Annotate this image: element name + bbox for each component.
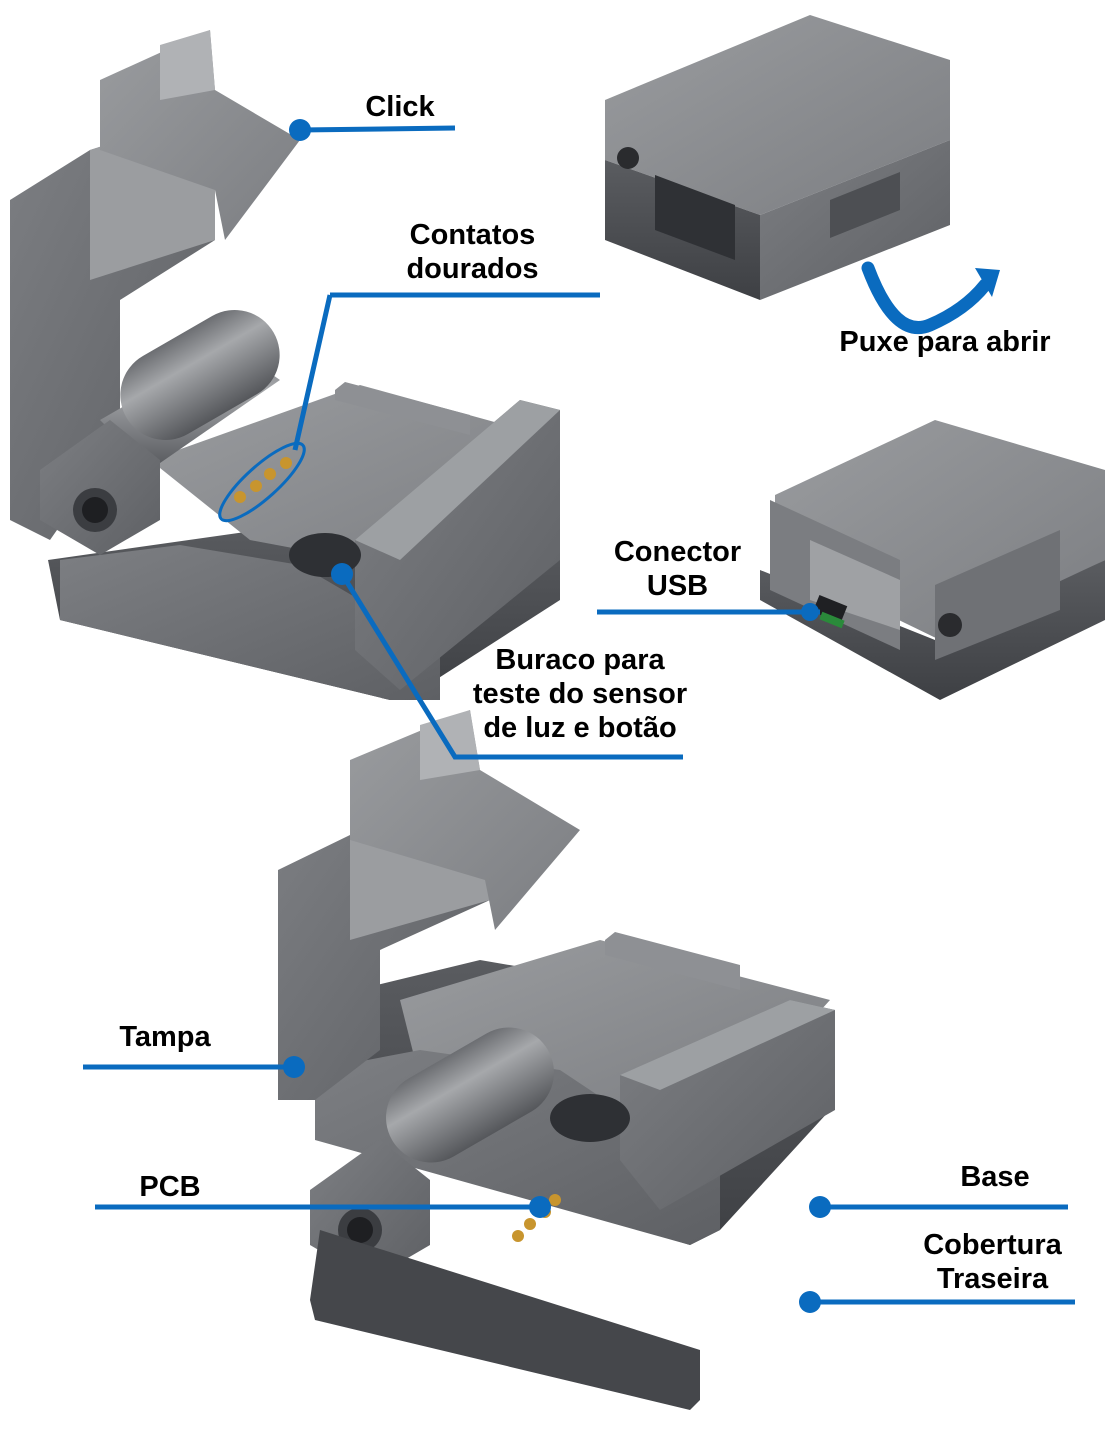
label-buraco-line3: de luz e botão: [483, 712, 677, 744]
dot-tampa: [283, 1056, 305, 1078]
dot-cobertura: [799, 1291, 821, 1313]
label-tampa: Tampa: [100, 1020, 230, 1054]
closed-top-face: [605, 15, 950, 215]
leader-dots: [283, 119, 831, 1313]
dot-pcb: [529, 1196, 551, 1218]
label-cobertura-traseira: Cobertura Traseira: [905, 1228, 1080, 1296]
front-channel: [60, 545, 440, 700]
label-click: Click: [340, 90, 460, 124]
label-contatos-dourados: Contatos dourados: [385, 218, 560, 286]
label-cobertura-line2: Traseira: [936, 1263, 1049, 1295]
label-contatos-line2: dourados: [406, 253, 539, 285]
label-pcb: PCB: [120, 1170, 220, 1204]
gold-contacts: [234, 457, 292, 503]
label-buraco-line1: Buraco para: [495, 644, 665, 676]
closed-unit-top: [605, 15, 1000, 335]
label-base: Base: [940, 1160, 1050, 1194]
label-base-text: Base: [960, 1161, 1030, 1193]
label-conector-line2: USB: [646, 570, 709, 602]
label-buraco: Buraco para teste do sensor de luz e bot…: [450, 643, 710, 745]
leader-lines: [83, 125, 1075, 1305]
label-contatos-line1: Contatos: [409, 219, 536, 251]
leader-buraco: [339, 572, 683, 760]
dot-base: [809, 1196, 831, 1218]
hinge-assembly-open-top: [10, 30, 560, 700]
dot-buraco: [331, 563, 353, 585]
label-conector-line1: Conector: [613, 536, 742, 568]
right-wall: [355, 400, 560, 690]
label-puxe-para-abrir: Puxe para abrir: [820, 325, 1070, 359]
dot-conector: [801, 603, 819, 621]
closed-unit-usb-side: [760, 420, 1105, 700]
lid-ledge: [100, 30, 300, 240]
leader-contatos: [292, 292, 600, 451]
label-conector-usb: Conector USB: [595, 535, 760, 603]
label-pcb-text: PCB: [139, 1171, 201, 1203]
hinge-assembly-exploded: [278, 710, 835, 1410]
label-tampa-text: Tampa: [119, 1021, 211, 1053]
curved-arrow-icon: [861, 261, 992, 335]
contacts-highlight: [218, 441, 306, 523]
label-cobertura-line1: Cobertura: [923, 1229, 1062, 1261]
dot-click: [289, 119, 311, 141]
label-click-text: Click: [365, 91, 435, 123]
label-puxe-text: Puxe para abrir: [839, 326, 1051, 358]
mini-usb-port-icon: [812, 595, 848, 629]
leader-click: [299, 125, 456, 133]
label-buraco-line2: teste do sensor: [472, 678, 688, 710]
